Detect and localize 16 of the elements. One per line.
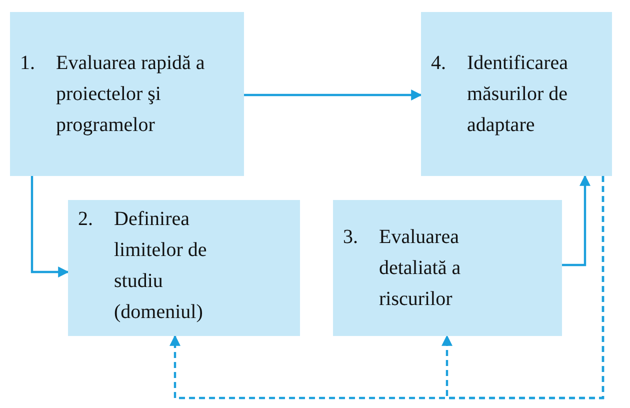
process-box [333, 200, 562, 336]
step-number: 4. [431, 51, 446, 76]
step-text: Evaluarea rapidă a proiectelor şi programelor [56, 51, 206, 138]
arrow [442, 176, 604, 400]
step-text: Identificarea măsurilor de adaptare [467, 51, 570, 138]
step-number: 3. [343, 225, 358, 250]
arrow [30, 176, 70, 278]
arrow [562, 174, 590, 266]
process-box [421, 12, 612, 176]
process-box [68, 200, 300, 336]
step-text: Definirea limitelor de studiu (domeniul) [114, 207, 208, 325]
arrow [244, 90, 422, 100]
step-number: 1. [20, 51, 35, 76]
process-box [10, 12, 244, 176]
step-text: Evaluarea detaliată a riscurilor [379, 225, 462, 312]
step-number: 2. [78, 207, 93, 232]
